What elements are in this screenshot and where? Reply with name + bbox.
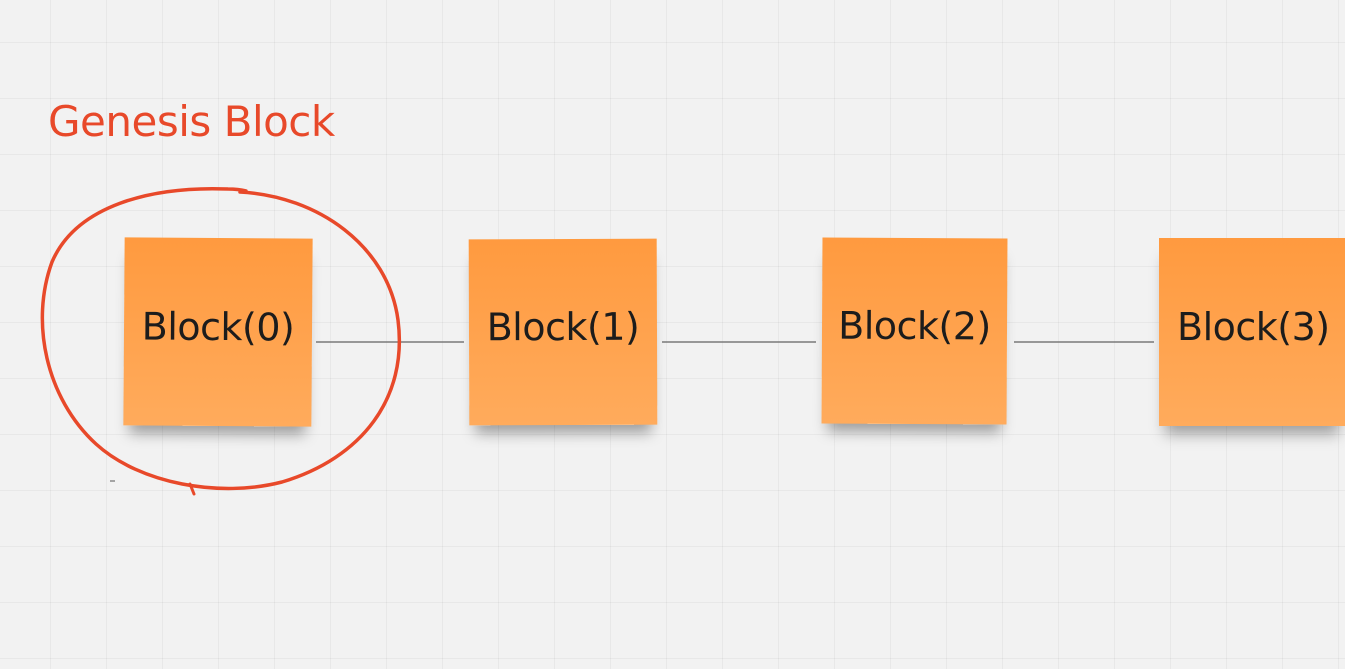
chain-link-0-1 <box>316 341 464 343</box>
sticky-note-label: Block(0) <box>141 304 295 350</box>
sticky-note-block-3[interactable]: Block(3) <box>1159 238 1345 426</box>
sticky-note-block-2[interactable]: Block(2) <box>821 237 1008 425</box>
sticky-note-label: Block(3) <box>1177 305 1330 349</box>
ink-stroke-tail <box>188 482 196 496</box>
sticky-note-label: Block(2) <box>838 303 991 349</box>
sticky-note-block-0[interactable]: Block(0) <box>123 237 313 427</box>
genesis-block-annotation-text[interactable]: Genesis Block <box>48 97 335 146</box>
chain-link-1-2 <box>662 341 816 343</box>
sticky-note-label: Block(1) <box>486 304 640 350</box>
chain-link-2-3 <box>1014 341 1154 343</box>
sticky-note-block-1[interactable]: Block(1) <box>468 238 658 426</box>
